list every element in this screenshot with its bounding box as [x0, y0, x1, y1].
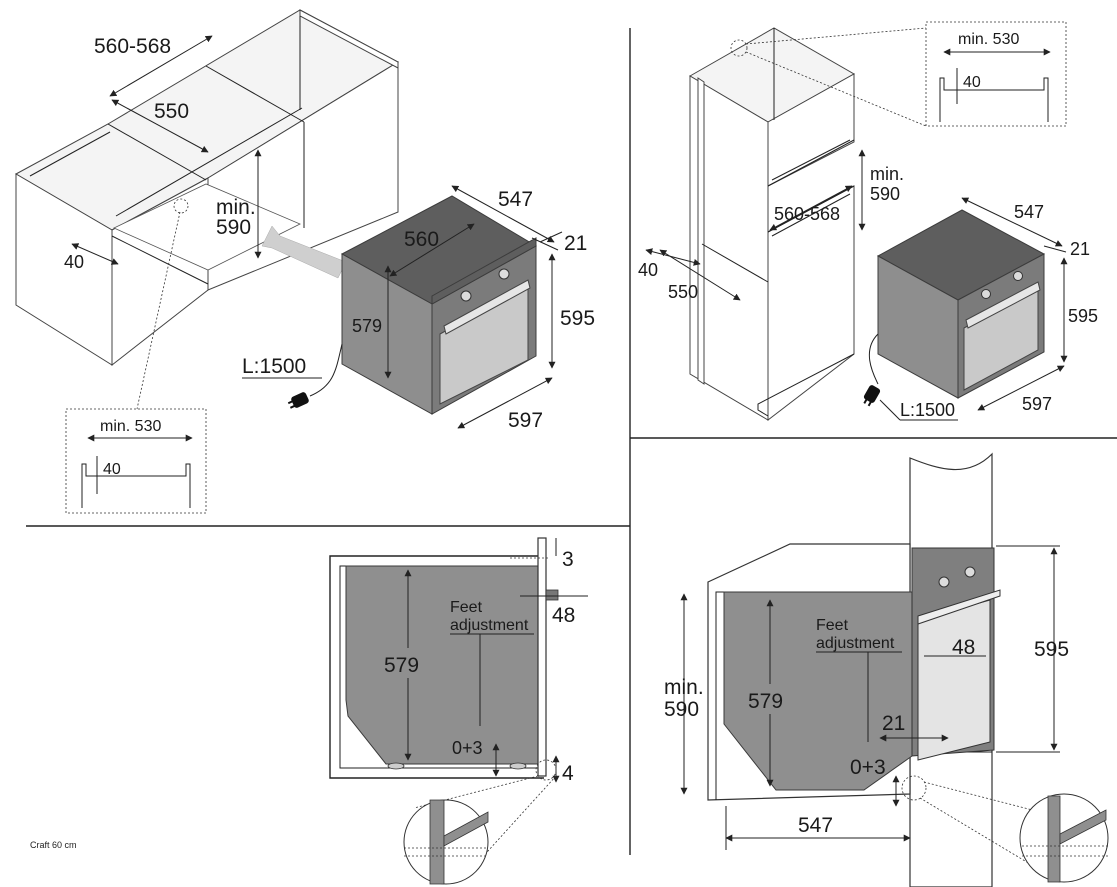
dim-oven-depth: 547 [498, 188, 533, 211]
column-cabinet [689, 27, 856, 422]
dim-feet-value: 0+3 [850, 756, 886, 779]
dim-niche-min-value: 590 [216, 216, 251, 239]
dim-body-height: 579 [748, 690, 783, 713]
dim-oven-front-width: 597 [1022, 394, 1052, 414]
dim-depth: 547 [798, 814, 833, 837]
dim-front-thickness: 21 [882, 712, 905, 735]
dim-gap: 40 [638, 260, 658, 280]
detail-zoom-circle [1019, 793, 1109, 883]
dim-oven-width-top: 560 [404, 228, 439, 251]
plug-icon [287, 392, 309, 409]
dim-front-thickness: 21 [1070, 239, 1090, 259]
dim-oven-height: 595 [1034, 638, 1069, 661]
dim-cabinet-depth: 550 [668, 282, 698, 302]
dim-top-gap: 3 [562, 548, 574, 571]
oven-body-section [345, 565, 539, 765]
detail-gap-label: 40 [963, 74, 981, 91]
dim-oven-height: 595 [1068, 306, 1098, 326]
feet-label-line1: Feet [450, 599, 483, 616]
panel-bottom-right: min. 590 579 Feet adjustment 48 21 0+3 5… [664, 452, 1109, 887]
dim-front-thickness: 21 [564, 232, 587, 255]
dim-cabinet-inner: 550 [154, 100, 189, 123]
feet-label-line1: Feet [816, 617, 849, 634]
dim-bottom-gap: 4 [562, 762, 574, 785]
detail-callout-box [65, 408, 207, 514]
detail-gap-label: 40 [103, 461, 121, 478]
dim-niche-min-label: min. [216, 196, 256, 219]
dim-feet-value: 0+3 [452, 738, 483, 758]
dim-gap: 40 [64, 252, 84, 272]
detail-zoom-circle [403, 799, 489, 885]
oven-illustration [876, 209, 1046, 399]
dim-front-offset: 48 [552, 604, 575, 627]
dim-oven-depth: 547 [1014, 202, 1044, 222]
detail-width-label: min. 530 [100, 418, 161, 435]
dim-niche-min-label: min. [664, 676, 704, 699]
panel-dividers [26, 28, 1117, 855]
dim-niche-width: 560-568 [774, 204, 840, 224]
feet-label-line2: adjustment [450, 617, 529, 634]
insert-arrow-icon [261, 225, 347, 279]
panel-top-right: min. 530 40 min. 590 560-568 40 550 547 … [638, 21, 1098, 422]
dim-oven-body-height: 579 [352, 316, 382, 336]
dim-niche-min-label: min. [870, 164, 904, 184]
detail-width-label: min. 530 [958, 31, 1019, 48]
dim-cable-length: L:1500 [242, 355, 306, 378]
dim-body-height: 579 [384, 654, 419, 677]
panel-bottom-left: 579 Feet adjustment 0+3 3 48 4 Craft 60 … [30, 537, 588, 885]
dim-cable-length: L:1500 [900, 400, 955, 420]
dim-oven-height: 595 [560, 307, 595, 330]
cabinet-row [14, 9, 400, 367]
panel-top-left: 560-568 550 min. 590 40 547 560 2 [14, 9, 595, 514]
detail-callout-box [925, 21, 1067, 127]
dim-niche-min-value: 590 [870, 184, 900, 204]
caption: Craft 60 cm [30, 840, 77, 850]
dim-oven-front-width: 597 [508, 409, 543, 432]
dim-cabinet-width: 560-568 [94, 35, 171, 58]
dim-front-offset: 48 [952, 636, 975, 659]
plug-icon [863, 385, 881, 407]
feet-label-line2: adjustment [816, 635, 895, 652]
dim-niche-min-value: 590 [664, 698, 699, 721]
